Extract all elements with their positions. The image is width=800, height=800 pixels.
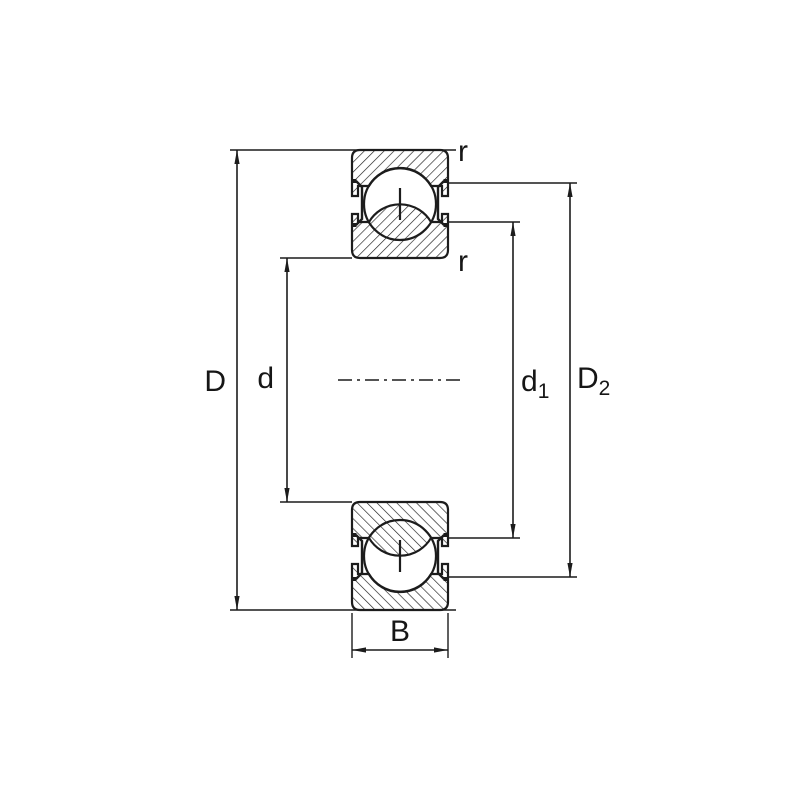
label-bore-diameter-d: d: [257, 362, 274, 395]
shield-left: [355, 180, 364, 226]
label-radius-r-top: r: [458, 135, 468, 168]
label-radius-r-bottom: r: [458, 245, 468, 278]
label-D2-main: D: [577, 362, 599, 395]
label-d1-subscript: 1: [538, 380, 550, 403]
shield-anchor: [443, 223, 448, 227]
shield-right: [436, 180, 445, 226]
bearing-section-top: [350, 148, 450, 260]
label-D2-subscript: 2: [599, 377, 611, 400]
label-outer-diameter-D: D: [204, 365, 226, 398]
label-width-B: B: [390, 615, 410, 648]
shield-anchor: [352, 223, 357, 227]
label-d1: d1: [521, 365, 549, 403]
label-d1-main: d: [521, 365, 538, 398]
bearing-section-bottom: [350, 500, 450, 612]
ball: [362, 166, 438, 242]
shield-anchor: [352, 179, 357, 183]
label-D2: D2: [577, 362, 610, 400]
shield-anchor: [443, 179, 448, 183]
inner-ring-section: [350, 203, 450, 260]
